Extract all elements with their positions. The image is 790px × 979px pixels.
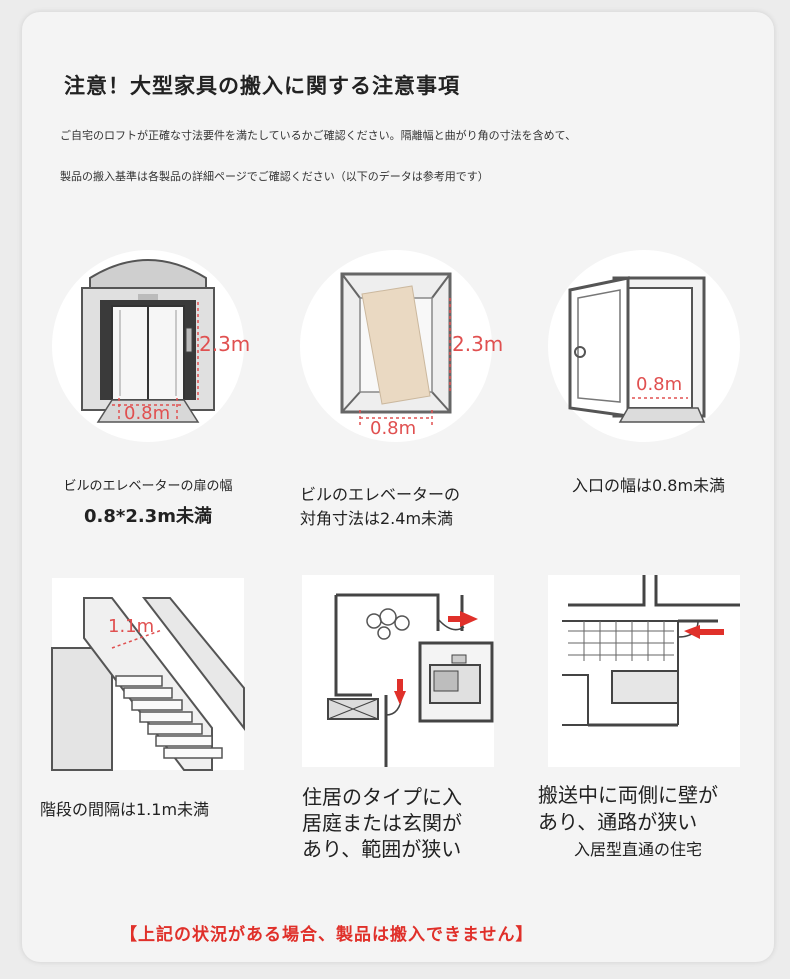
- caption-line: あり、通路が狭い: [538, 810, 698, 834]
- caption-elevator-door: ビルのエレベーターの扉の幅 0.8*2.3m未満: [52, 475, 244, 528]
- elevator-door-illustration: 2.3m 0.8m: [52, 250, 250, 442]
- caption-residence-type: 住居のタイプに入 居庭または玄関が あり、範囲が狭い: [302, 784, 462, 862]
- caption-line: あり、範囲が狭い: [302, 837, 462, 861]
- caption-line: 対角寸法は2.4m未満: [300, 509, 454, 528]
- dimension-width-label: 0.8m: [636, 374, 683, 395]
- caption-stair-width: 階段の間隔は1.1m未満: [40, 796, 209, 820]
- warning-footer: 【上記の状況がある場合、製品は搬入できません】: [120, 925, 534, 945]
- notice-card: [22, 12, 774, 962]
- floor-plan-illustration: [302, 575, 494, 767]
- caption-line: 入居型直通の住宅: [574, 840, 703, 859]
- entrance-door-illustration: 0.8m: [548, 250, 740, 442]
- caption-line: 入口の幅は0.8m未満: [572, 476, 726, 495]
- staircase-illustration: 1.1m: [51, 578, 245, 771]
- page-title: 注意！大型家具の搬入に関する注意事項: [64, 74, 460, 98]
- caption-narrow-corridor: 搬送中に両側に壁が あり、通路が狭い 入居型直通の住宅: [538, 782, 718, 863]
- intro-text-line-1: ご自宅のロフトが正確な寸法要件を満たしているかご確認ください。隔離幅と曲がり角の…: [60, 129, 577, 142]
- elevator-diagonal-illustration: 2.3m 0.8m: [300, 250, 503, 442]
- caption-line: ビルのエレベーターの: [300, 485, 461, 504]
- caption-line: 階段の間隔は1.1m未満: [40, 800, 210, 819]
- caption-line: 居庭または玄関が: [302, 811, 462, 835]
- narrow-corridor-illustration: [548, 575, 740, 767]
- dimension-height-label: 2.3m: [452, 332, 504, 356]
- dimension-width-label: 0.8m: [124, 403, 171, 424]
- dimension-width-label: 1.1m: [108, 616, 155, 637]
- dimension-width-label: 0.8m: [370, 418, 417, 439]
- caption-line: 住居のタイプに入: [302, 785, 462, 809]
- caption-entrance-width: 入口の幅は0.8m未満: [572, 472, 725, 496]
- caption-line: 搬送中に両側に壁が: [538, 783, 718, 807]
- caption-line: 0.8*2.3m未満: [84, 506, 212, 527]
- caption-elevator-diagonal: ビルのエレベーターの 対角寸法は2.4m未満: [300, 481, 460, 529]
- caption-line: ビルのエレベーターの扉の幅: [63, 479, 233, 494]
- dimension-height-label: 2.3m: [199, 332, 251, 356]
- intro-text-line-2: 製品の搬入基準は各製品の詳細ページでご確認ください（以下のデータは参考用です）: [60, 170, 489, 183]
